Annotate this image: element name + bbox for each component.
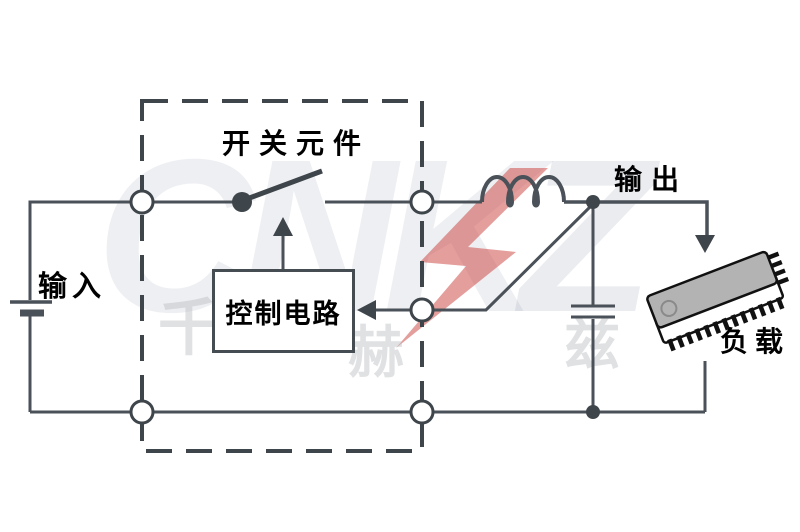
terminal-circle (409, 399, 435, 425)
feedback-arrow-icon (357, 300, 376, 320)
control-circuit-box: 控制电路 (212, 269, 355, 353)
load-label: 负载 (720, 327, 791, 358)
wire-output (564, 200, 709, 240)
input-label: 输入 (38, 271, 107, 303)
wire-input-top (28, 200, 233, 300)
terminal-circle (409, 297, 435, 323)
node-dot (586, 195, 600, 209)
inductor-icon (480, 175, 566, 208)
terminal-circle (129, 399, 155, 425)
battery-icon (10, 300, 52, 317)
switching-element-label: 开关元件 (222, 129, 371, 160)
control-circuit-label: 控制电路 (225, 298, 342, 329)
terminal-circle (129, 189, 155, 215)
output-arrow-icon (695, 235, 715, 253)
wire-feedback (432, 202, 595, 312)
terminal-circle (409, 189, 435, 215)
wires (28, 175, 709, 414)
output-label: 输出 (614, 165, 689, 196)
terminals (129, 189, 435, 425)
control-arrow-icon (273, 217, 293, 236)
switch-icon (232, 168, 323, 212)
converter-boundary-dashed-box (140, 99, 424, 453)
load-chip-icon (646, 250, 790, 352)
node-dot (586, 405, 600, 419)
